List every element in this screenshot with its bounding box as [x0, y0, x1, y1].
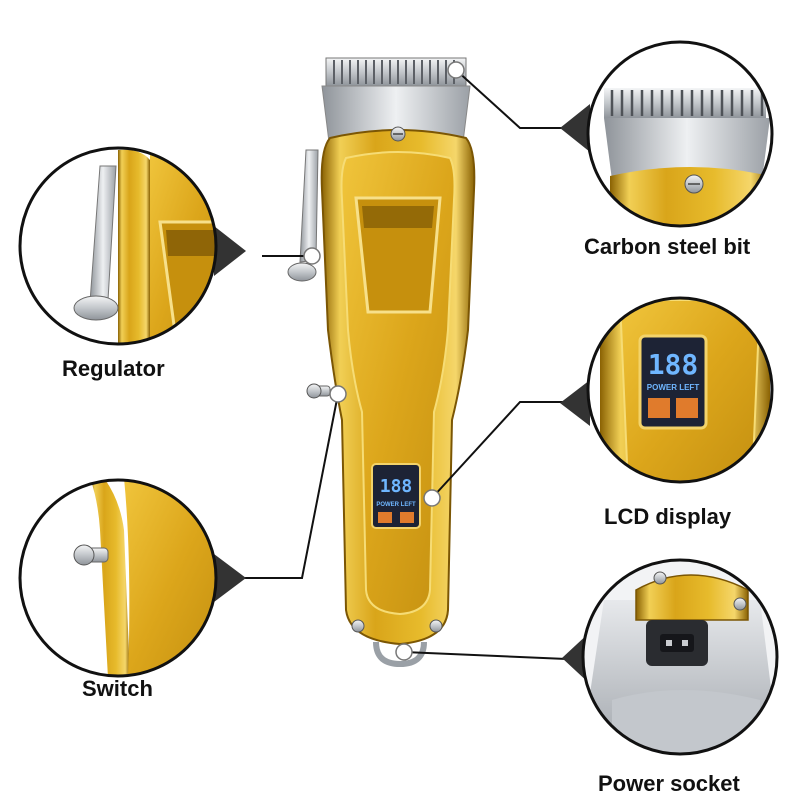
pointer-triangles — [214, 104, 590, 684]
body-lcd-digits: 188 — [380, 476, 413, 497]
socket-connector — [403, 651, 591, 661]
blade-label: Carbon steel bit — [584, 234, 751, 259]
blade-callout — [586, 40, 774, 228]
lcd-callout: 188 POWER LEFT — [586, 296, 774, 484]
body-lcd: 188 POWER LEFT — [371, 463, 421, 529]
socket-callout — [581, 558, 779, 756]
lcd-connector — [431, 401, 588, 499]
clipper: 188 POWER LEFT — [287, 57, 476, 668]
regulator-lever — [299, 149, 319, 263]
switch-connector — [216, 393, 339, 579]
body-lcd-caption: POWER LEFT — [376, 502, 416, 508]
callout-lcd-caption: POWER LEFT — [647, 383, 700, 392]
switch-label: Switch — [82, 676, 153, 701]
regulator-label: Regulator — [62, 356, 165, 381]
regulator-callout — [18, 146, 218, 346]
connector-dots — [303, 61, 465, 661]
socket-label: Power socket — [598, 771, 740, 796]
switch-callout — [18, 478, 218, 678]
callout-lcd-digits: 188 — [648, 348, 699, 381]
blade-connector — [455, 69, 590, 129]
lcd-label: LCD display — [604, 504, 732, 529]
blade-teeth — [325, 57, 467, 87]
switch-knob — [306, 383, 331, 399]
